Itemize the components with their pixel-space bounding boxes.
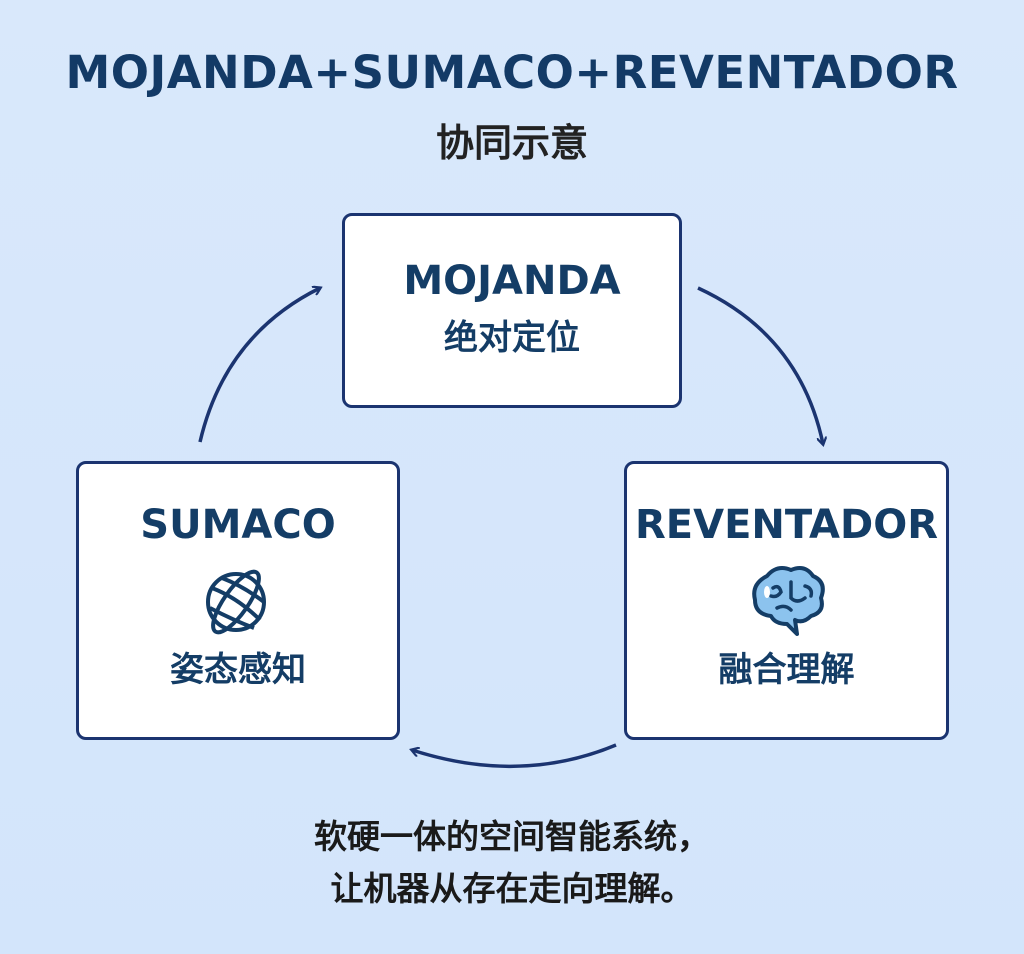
arrow-reventador-to-sumaco (412, 743, 617, 769)
diagram-subtitle: 协同示意 (435, 121, 588, 165)
node-name: MOJANDA (403, 258, 621, 304)
node-name: SUMACO (140, 502, 336, 548)
brain-icon (751, 566, 825, 636)
footer-line-2: 让机器从存在走向理解。 (330, 869, 694, 908)
arrow-mojanda-to-reventador (697, 286, 823, 444)
node-mojanda: MOJANDA 绝对定位 (342, 213, 682, 408)
node-label: 融合理解 (718, 650, 855, 690)
footer-line-1: 软硬一体的空间智能系统， (314, 817, 710, 856)
node-label: 绝对定位 (444, 318, 580, 358)
node-sumaco: SUMACO 姿态感知 (76, 461, 400, 740)
node-reventador: REVENTADOR 融合理解 (624, 461, 949, 740)
arrow-sumaco-to-mojanda (198, 288, 320, 443)
node-label: 姿态感知 (170, 650, 306, 690)
node-name: REVENTADOR (634, 502, 939, 548)
globe-orbit-icon (206, 569, 266, 635)
diagram-title: MOJANDA+SUMACO+REVENTADOR (65, 46, 959, 99)
